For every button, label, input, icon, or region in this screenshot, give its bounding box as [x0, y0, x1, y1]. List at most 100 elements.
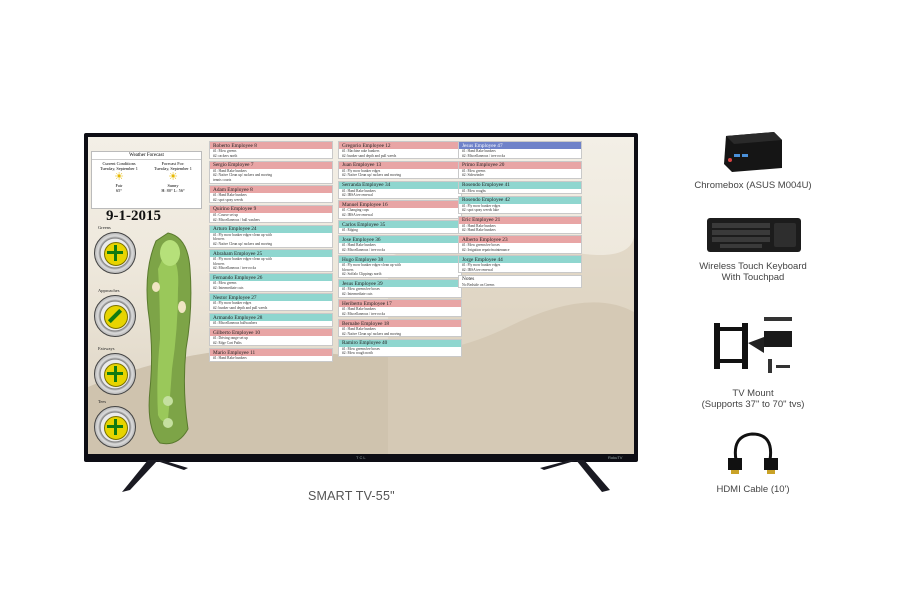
- task-line: #2: Intermediate cuts: [213, 286, 244, 291]
- task-line: #2: Native Clean up/ rackers and moving: [342, 331, 402, 336]
- employee-card: Fernando Employee 26#1: Mow greens#2: In…: [209, 273, 333, 292]
- employee-card: Jorge Employee 44#1: Fly mow bunker edge…: [458, 255, 582, 274]
- task-line: #2: spot spray weeds lake: [462, 208, 499, 213]
- weather-forecast-panel: Weather Forecast Current Conditions Tues…: [91, 151, 202, 209]
- employee-name: Jose Employee 36: [339, 236, 461, 244]
- task-line: #1: Driving range set up: [213, 336, 248, 341]
- current-desc: Fair: [115, 183, 123, 188]
- gauge-label-tees: Tees: [98, 399, 107, 404]
- task-line: #1: Hand Rake bunkers: [342, 243, 376, 248]
- forecast-desc: Sunny: [167, 183, 179, 188]
- employee-card: Jesus Employee 47#1: Hand Rake bunkers#2…: [458, 141, 582, 160]
- employee-card: Jose Employee 36#1: Hand Rake bunkers#2:…: [338, 235, 462, 254]
- employee-card: Gilberto Employee 10#1: Driving range se…: [209, 328, 333, 347]
- employee-card: Alberto Employee 23#1: Mow greens/tee bo…: [458, 235, 582, 254]
- task-line: #1: Hand Rake bunkers: [213, 356, 247, 360]
- task-line: #1: Fly mow bunker edges: [342, 168, 381, 173]
- task-line: #1: Mow roughs: [462, 188, 486, 193]
- forecast-label: Forecast For:: [161, 161, 185, 166]
- task-line: #1: Hand Rake bunkers: [342, 327, 376, 332]
- keyboard-label-line1: Wireless Touch Keyboard: [699, 261, 807, 272]
- task-line: #1: Mow greens/tee boxes: [342, 287, 380, 292]
- employee-name: Eric Employee 21: [459, 216, 581, 224]
- employee-card: Arturo Employee 24#1: Fly mow bunker edg…: [209, 224, 333, 248]
- employee-name: Jesus Employee 47: [459, 142, 581, 149]
- employee-name: Juan Employee 13: [339, 161, 461, 169]
- keyboard-label: Wireless Touch Keyboard With Touchpad: [680, 261, 826, 283]
- tv-mount-image: [714, 317, 792, 373]
- task-line: #2: Soffalo Clippings north: [342, 272, 382, 277]
- tv-logo: TCL: [356, 455, 367, 460]
- tv-mount-label-line1: TV Mount: [732, 388, 774, 399]
- fairways-gauge: [94, 353, 136, 395]
- employee-card: Roberto Employee 8#1: Mow greens#2: rack…: [209, 141, 333, 160]
- task-line: #1: Fly mow bunker edges-clean up with: [213, 257, 272, 262]
- chromebox-image: [724, 132, 782, 172]
- employee-name: Primo Employee 20: [459, 161, 581, 169]
- task-line: #2: Sidewinder: [462, 173, 484, 178]
- task-line: #2: IBSA tee renewal: [342, 193, 373, 198]
- task-line: #1: Miscellaneous ballwashers: [213, 321, 258, 326]
- employee-card: Hugo Employee 38#1: Fly mow bunker edges…: [338, 255, 462, 278]
- greens-gauge: [94, 232, 136, 274]
- employee-name: Arturo Employee 24: [210, 225, 332, 233]
- employee-name: Gilberto Employee 10: [210, 329, 332, 337]
- employee-card: Rosendo Employee 41#1: Mow roughs: [458, 180, 582, 195]
- current-label: Current Conditions: [102, 161, 136, 166]
- gauge-label-fairways: Fairways: [98, 346, 115, 351]
- employee-card: Nestor Employee 27#1: Fly mow bunker edg…: [209, 293, 333, 312]
- employee-card: Rosendo Employee 42#1: Fly mow bunker ed…: [458, 195, 582, 214]
- employee-name: Heriberto Employee 17: [339, 300, 461, 308]
- gauge-label-approaches: Approaches: [98, 288, 120, 293]
- employee-column-2: Gregorio Employee 12#1: Machine rake bun…: [338, 141, 462, 359]
- employee-name: Sergio Employee 7: [210, 161, 332, 169]
- task-line: #2: Mow rough north: [342, 351, 373, 356]
- task-line: blowers: [213, 261, 225, 266]
- golf-hole-map-image: [146, 232, 192, 445]
- current-temp: 65°: [115, 188, 122, 193]
- tv-stand-left: [122, 460, 188, 492]
- sun-icon: ☀: [168, 171, 178, 183]
- task-line: #2: Edge Cart Paths: [213, 340, 242, 345]
- employee-name: Adam Employee 8: [210, 186, 332, 194]
- employee-name: Fernando Employee 26: [210, 274, 332, 282]
- task-line: #1: Fly mow bunker edges: [462, 263, 501, 268]
- employee-card: Mario Employee 11#1: Hand Rake bunkers: [209, 348, 333, 362]
- task-line: #1: Mow greens/tee boxes: [462, 243, 500, 248]
- task-line: #2: Native Clean up/ rackers and moving: [213, 173, 273, 178]
- employee-name: Rosendo Employee 42: [459, 196, 581, 204]
- employee-card: Heriberto Employee 17#1: Hand Rake bunke…: [338, 299, 462, 318]
- employee-name: Alberto Employee 23: [459, 236, 581, 244]
- sun-cloud-icon: ☀: [114, 171, 124, 183]
- gauge-label-greens: Greens: [98, 225, 111, 230]
- chromebox-label: Chromebox (ASUS M004U): [694, 180, 812, 191]
- task-line: #1: Hand Rake bunkers: [462, 223, 496, 228]
- employee-card: Primo Employee 20#1: Mow greens#2: Sidew…: [458, 160, 582, 179]
- employee-card: Gregorio Employee 12#1: Machine rake bun…: [338, 141, 462, 160]
- forecast-day: Tuesday, September 1: [154, 166, 192, 171]
- employee-card: Bernabe Employee 18#1: Hand Rake bunkers…: [338, 319, 462, 338]
- task-line: #1: Mow greens: [462, 168, 486, 173]
- employee-name: Bernabe Employee 18: [339, 320, 461, 328]
- employee-card: Juan Employee 13#1: Fly mow bunker edges…: [338, 160, 462, 179]
- employee-card: Ramiro Employee 40#1: Mow greens/tee box…: [338, 338, 462, 357]
- task-line: #1: Mow greens/tee boxes: [342, 346, 380, 351]
- employee-name: Armando Employee 28: [210, 314, 332, 322]
- hdmi-cable-image: [728, 432, 778, 474]
- hdmi-cable-label: HDMI Cable (10'): [716, 484, 790, 495]
- task-line: #1: Machine rake bunkers: [342, 149, 380, 153]
- employee-name: Rosendo Employee 41: [459, 181, 581, 189]
- employee-card: Eric Employee 21#1: Hand Rake bunkers#2:…: [458, 215, 582, 234]
- task-line: #2: Native Clean up/ rackers and moving: [342, 173, 402, 178]
- employee-card: Abraham Employee 25#1: Fly mow bunker ed…: [209, 249, 333, 272]
- task-line: #2: Hand Rake bunkers: [462, 228, 496, 233]
- employee-card: Jesus Employee 39#1: Mow greens/tee boxe…: [338, 279, 462, 298]
- task-line: tennis courts: [213, 177, 232, 182]
- employee-name: Gregorio Employee 12: [339, 142, 461, 149]
- forecast-conditions: Forecast For: Tuesday, September 1 ☀ Sun…: [147, 161, 199, 207]
- task-line: #1: Hand Rake bunkers: [342, 188, 376, 193]
- employee-name: Ramiro Employee 40: [339, 339, 461, 347]
- employee-column-1: Roberto Employee 8#1: Mow greens#2: rack…: [209, 141, 333, 363]
- task-line: #2: IBSA tee renewal: [462, 267, 493, 272]
- tv-mount-label: TV Mount (Supports 37" to 70" tvs): [680, 388, 826, 410]
